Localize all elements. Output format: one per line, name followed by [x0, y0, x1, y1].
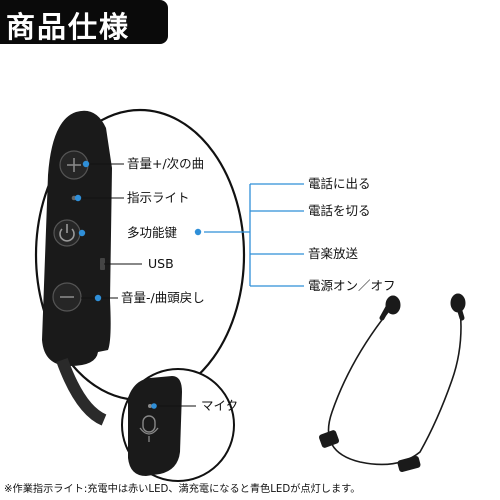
remote-control	[42, 110, 112, 426]
title-banner: 商品仕様	[0, 0, 168, 44]
multi-function-button	[53, 219, 81, 247]
function-bracket	[204, 183, 304, 287]
mic-closeup	[128, 376, 182, 476]
label-volume-up-next: 音量+/次の曲	[127, 156, 205, 171]
power-icon	[59, 224, 75, 242]
label-mic: マイク	[201, 398, 239, 413]
label-volume-down-prev: 音量-/曲頭戻し	[121, 290, 205, 305]
label-play-music: 音楽放送	[308, 246, 359, 261]
volume-down-button	[52, 282, 82, 312]
usb-port	[100, 258, 105, 270]
plus-icon	[67, 158, 81, 172]
neckband-earphones	[318, 293, 466, 472]
label-usb: USB	[148, 256, 174, 271]
label-end-call: 電話を切る	[308, 203, 371, 218]
cable	[56, 357, 107, 426]
label-answer-call: 電話に出る	[308, 176, 371, 191]
label-multi-function-key: 多功能键	[127, 225, 178, 240]
label-indicator-light: 指示ライト	[127, 190, 190, 205]
mic-icon	[139, 415, 159, 442]
label-power-on-off: 電源オン／オフ	[308, 278, 396, 293]
page-title: 商品仕様	[6, 10, 131, 44]
footnote: ※作業指示ライト:充電中は赤いLED、満充電になると青色LEDが点灯します。	[4, 484, 361, 495]
